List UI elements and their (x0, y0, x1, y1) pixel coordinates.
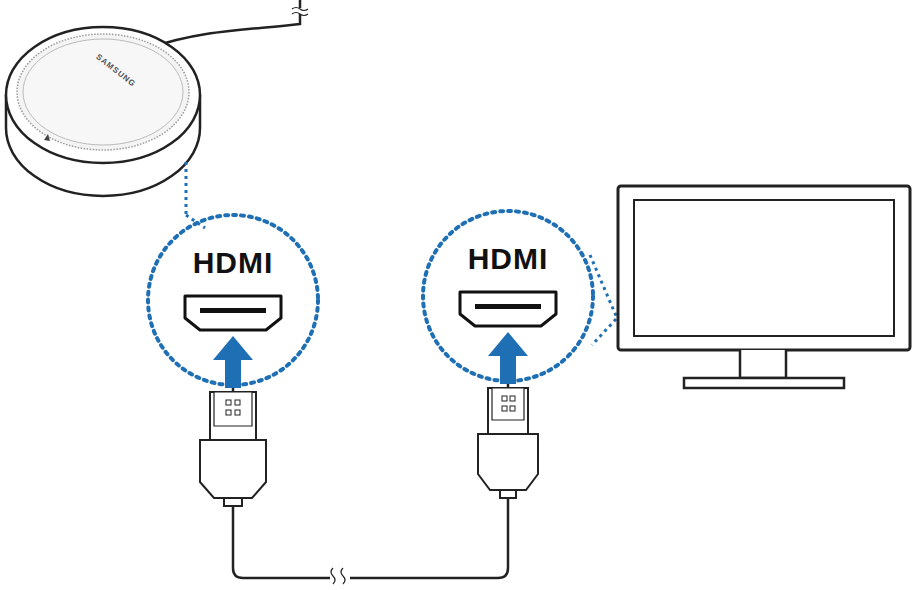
callout-circle: HDMI (420, 208, 596, 384)
hdmi-port (185, 296, 281, 330)
callout-circle: HDMI (145, 212, 321, 388)
cable-break (330, 570, 350, 584)
port-label: HDMI (193, 248, 274, 278)
port-label: HDMI (468, 244, 549, 274)
hdmi-plug (200, 392, 266, 506)
hdmi-port (200, 308, 266, 313)
insert-arrow (213, 336, 253, 388)
cable-break (331, 568, 345, 584)
insert-arrow (488, 332, 528, 384)
dock-cable (150, 0, 300, 48)
tv-monitor (618, 186, 910, 388)
cable-break (292, 8, 308, 16)
dotted-circle (420, 208, 596, 384)
hdmi-plug (478, 388, 538, 498)
dotted-circle (145, 212, 321, 388)
hdmi-port (475, 304, 541, 309)
hdmi-cable (233, 384, 508, 578)
dex-station (6, 27, 200, 196)
leader-line (186, 162, 205, 228)
hdmi-port (460, 292, 556, 326)
